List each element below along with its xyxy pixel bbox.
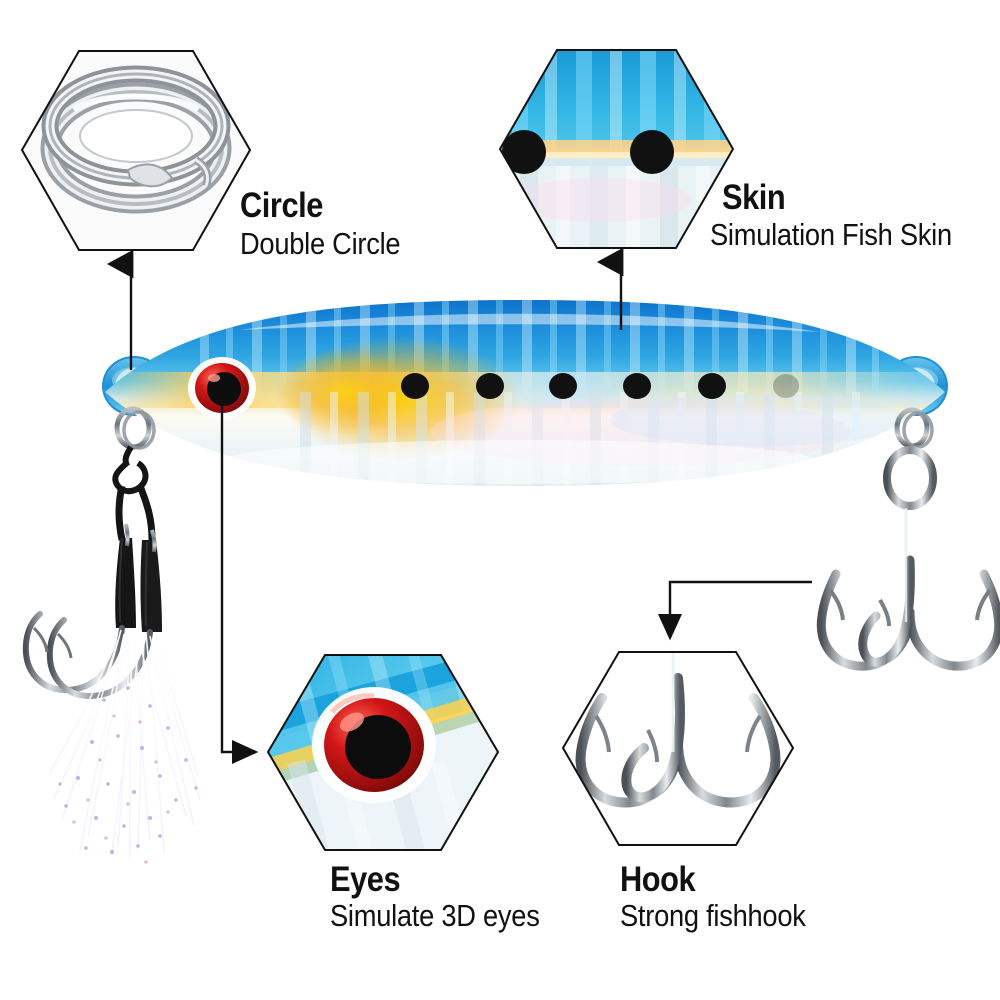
callout-hex-eyes[interactable]: [262, 640, 505, 870]
callout-title-circle: Circle: [240, 186, 323, 225]
leader-eyes: [220, 400, 259, 764]
tinsel-speckles: [58, 686, 198, 854]
split-ring-illustration: [40, 65, 232, 214]
leader-lines: [107, 247, 812, 764]
assist-hook-assembly: [22, 406, 201, 864]
treble-bend-left: [816, 569, 915, 671]
hex-eye-graphic: [312, 687, 436, 803]
lateral-line-band: [105, 372, 945, 408]
assist-cord: [112, 445, 156, 541]
treble-bend-center: [858, 555, 915, 667]
callout-title-eyes: Eyes: [330, 860, 401, 899]
callout-title-hook: Hook: [620, 860, 696, 899]
leader-hook: [658, 580, 812, 641]
treble-split-ring: [894, 407, 934, 449]
rear-eyelet: [884, 356, 948, 416]
treble-bend-right: [905, 569, 1000, 671]
callout-hex-skin[interactable]: [498, 45, 740, 258]
assist-hook-bends: [22, 611, 153, 700]
callout-subtitle-hook: Strong fishhook: [620, 898, 806, 933]
gold-iridescent-smear: [280, 336, 520, 460]
lateral-dots: [401, 373, 799, 399]
lure-body-group: [102, 300, 948, 486]
lure-body-shape: [105, 300, 945, 486]
assist-hook-barbs: [32, 626, 73, 659]
holo-bars-upper: [200, 300, 879, 395]
callout-subtitle-circle: Double Circle: [240, 226, 401, 261]
front-eyelet: [102, 356, 166, 416]
callout-subtitle-eyes: Simulate 3D eyes: [330, 898, 540, 933]
callout-hex-hook[interactable]: [560, 640, 796, 848]
treble-hook-eye: [883, 446, 937, 510]
skin-dot-1: [502, 130, 546, 174]
callout-title-skin: Skin: [722, 178, 786, 217]
flash-tinsel: [49, 627, 201, 859]
treble-hook-assembly: [816, 407, 1000, 671]
lure-eye: [188, 357, 256, 419]
skin-dot-2: [630, 130, 674, 174]
callout-subtitle-skin: Simulation Fish Skin: [710, 217, 952, 252]
assist-split-ring: [114, 406, 156, 450]
callout-hex-circle[interactable]: [20, 45, 254, 255]
tinsel-speckles-pink: [72, 714, 170, 864]
holo-bars-lower: [300, 392, 860, 486]
assist-hook-shanks: [115, 523, 162, 632]
